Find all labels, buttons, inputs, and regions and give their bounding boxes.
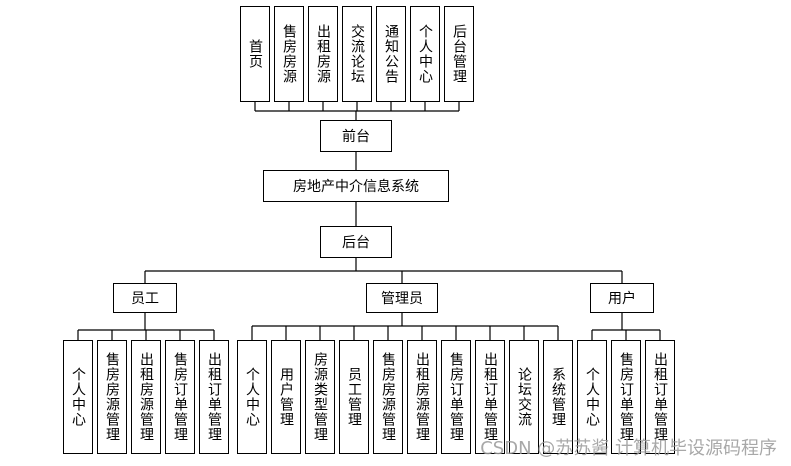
- backend-node: 后台: [320, 226, 392, 258]
- frontend-item-forum: 交流论坛: [342, 6, 372, 102]
- admin-item-rental-listing-mgmt: 出租房源管理: [407, 340, 437, 454]
- frontend-item-personal-center: 个人中心: [410, 6, 440, 102]
- admin-item-sale-listing-mgmt: 售房房源管理: [373, 340, 403, 454]
- admin-item-listing-type-mgmt: 房源类型管理: [305, 340, 335, 454]
- admin-item-employee-mgmt: 员工管理: [339, 340, 369, 454]
- system-node: 房地产中介信息系统: [263, 170, 449, 202]
- employee-item-sale-listing-mgmt: 售房房源管理: [97, 340, 127, 454]
- frontend-item-home: 首页: [240, 6, 270, 102]
- employee-item-rental-order-mgmt: 出租订单管理: [199, 340, 229, 454]
- frontend-item-sale-listings: 售房房源: [274, 6, 304, 102]
- admin-item-personal-center: 个人中心: [237, 340, 267, 454]
- admin-item-forum: 论坛交流: [509, 340, 539, 454]
- frontend-node: 前台: [320, 120, 392, 152]
- role-employee: 员工: [113, 283, 177, 313]
- frontend-item-rental-listings: 出租房源: [308, 6, 338, 102]
- user-item-personal-center: 个人中心: [577, 340, 607, 454]
- employee-item-rental-listing-mgmt: 出租房源管理: [131, 340, 161, 454]
- admin-item-sale-order-mgmt: 售房订单管理: [441, 340, 471, 454]
- role-user: 用户: [590, 283, 654, 313]
- user-item-sale-order-mgmt: 售房订单管理: [611, 340, 641, 454]
- watermark: CSDN @苏苏酱 计算机毕设源码程序: [480, 438, 777, 459]
- admin-item-rental-order-mgmt: 出租订单管理: [475, 340, 505, 454]
- employee-item-personal-center: 个人中心: [63, 340, 93, 454]
- admin-item-system-mgmt: 系统管理: [543, 340, 573, 454]
- frontend-item-admin: 后台管理: [444, 6, 474, 102]
- user-item-rental-order-mgmt: 出租订单管理: [645, 340, 675, 454]
- role-admin: 管理员: [366, 283, 438, 313]
- frontend-item-notices: 通知公告: [376, 6, 406, 102]
- admin-item-user-mgmt: 用户管理: [271, 340, 301, 454]
- employee-item-sale-order-mgmt: 售房订单管理: [165, 340, 195, 454]
